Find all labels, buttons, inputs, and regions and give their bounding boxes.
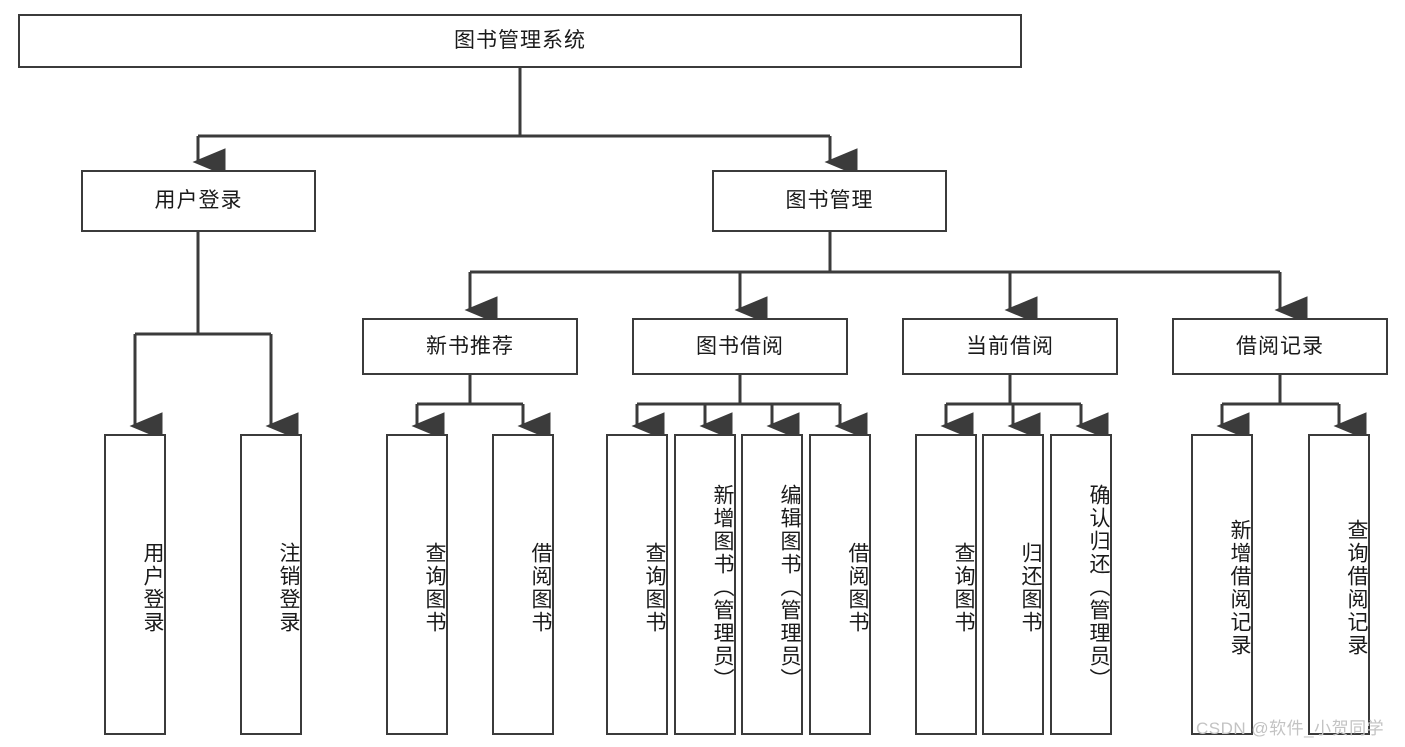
node-label: 借阅记录	[1236, 334, 1324, 358]
node-label: 借阅图书	[529, 541, 552, 634]
node-label: 借阅图书	[846, 541, 869, 634]
node-new-book-recommend[interactable]: 新书推荐	[362, 318, 578, 375]
node-book-borrow[interactable]: 图书借阅	[632, 318, 848, 375]
leaf-book-borrow-borrow[interactable]: 借阅图书	[809, 434, 871, 735]
node-label: 注销登录	[277, 541, 300, 634]
leaf-book-borrow-query[interactable]: 查询图书	[606, 434, 668, 735]
node-label: 新增图书（管理员）	[711, 484, 734, 691]
node-label: 编辑图书（管理员）	[778, 484, 801, 691]
node-label: 用户登录	[154, 189, 243, 213]
leaf-new-book-borrow[interactable]: 借阅图书	[492, 434, 554, 735]
node-label: 用户登录	[141, 541, 164, 634]
node-label: 确认归还（管理员）	[1087, 484, 1110, 691]
leaf-user-login-login[interactable]: 用户登录	[104, 434, 166, 735]
leaf-current-borrow-confirm-return[interactable]: 确认归还（管理员）	[1050, 434, 1112, 735]
node-label: 查询图书	[952, 541, 975, 634]
leaf-borrow-record-add[interactable]: 新增借阅记录	[1191, 434, 1253, 735]
leaf-current-borrow-return[interactable]: 归还图书	[982, 434, 1044, 735]
node-label: 新增借阅记录	[1228, 518, 1251, 657]
watermark-text: CSDN @软件_小贺同学	[1196, 719, 1385, 738]
node-label: 归还图书	[1019, 541, 1042, 634]
node-label: 查询图书	[423, 541, 446, 634]
node-label: 新书推荐	[426, 334, 514, 358]
node-book-management[interactable]: 图书管理	[712, 170, 947, 232]
leaf-book-borrow-add[interactable]: 新增图书（管理员）	[674, 434, 736, 735]
node-label: 图书借阅	[696, 334, 784, 358]
node-label: 图书管理	[785, 189, 874, 213]
node-label: 查询借阅记录	[1345, 518, 1368, 657]
node-label: 图书管理系统	[454, 29, 586, 53]
node-system-root[interactable]: 图书管理系统	[18, 14, 1022, 68]
leaf-user-login-logout[interactable]: 注销登录	[240, 434, 302, 735]
leaf-new-book-query[interactable]: 查询图书	[386, 434, 448, 735]
leaf-current-borrow-query[interactable]: 查询图书	[915, 434, 977, 735]
leaf-book-borrow-edit[interactable]: 编辑图书（管理员）	[741, 434, 803, 735]
node-user-login[interactable]: 用户登录	[81, 170, 316, 232]
node-label: 查询图书	[643, 541, 666, 634]
node-current-borrow[interactable]: 当前借阅	[902, 318, 1118, 375]
node-borrow-record[interactable]: 借阅记录	[1172, 318, 1388, 375]
node-label: 当前借阅	[966, 334, 1054, 358]
leaf-borrow-record-query[interactable]: 查询借阅记录	[1308, 434, 1370, 735]
